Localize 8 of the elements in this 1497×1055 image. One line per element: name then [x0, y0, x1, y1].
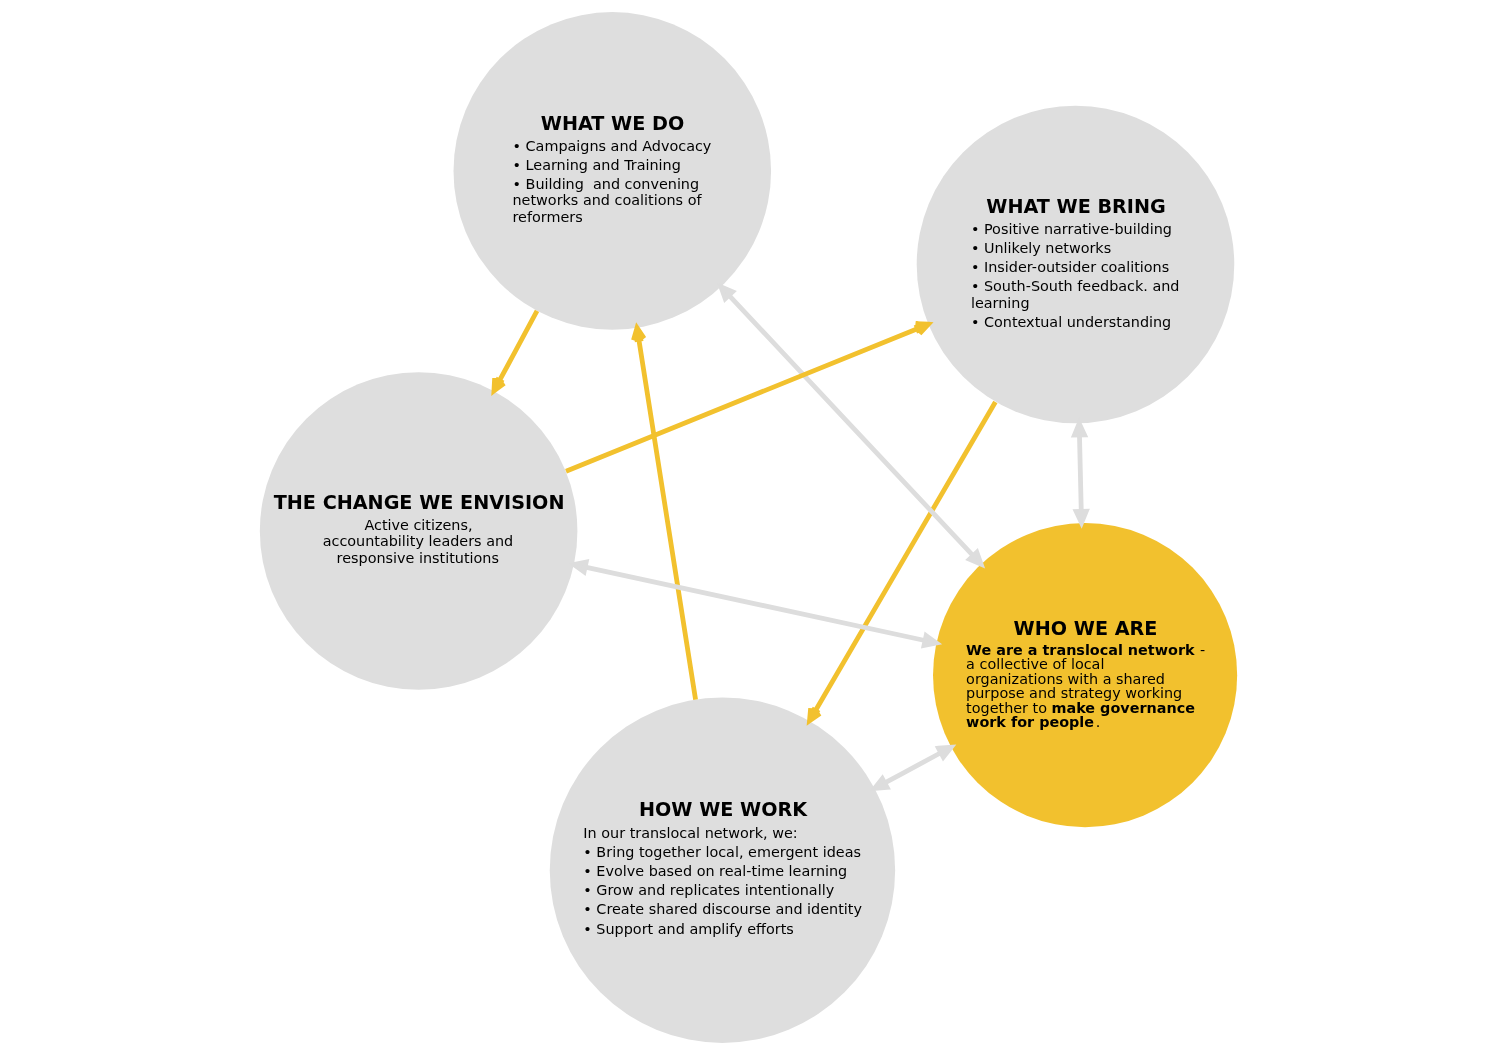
arrow [807, 400, 998, 724]
node-circle: WHAT WE DO • Campaigns and Advocacy • Learning and Training • Building and convening networks and coalitions of reformers [453, 12, 772, 330]
arrow [716, 282, 986, 569]
node-circle: WHAT WE BRING • Positive narrative-building • Unlikely networks • Insider-outsider coalitions • South-South feedback. and learning • Contextual understanding [916, 105, 1235, 424]
arrow [631, 324, 698, 700]
arrow [565, 321, 932, 474]
arrow [491, 309, 540, 394]
node-circle: HOW WE WORK In our translocal network, we: • Bring together local, emergent ideas • Evolve based on real-time learning • Grow and replicates intentionally • Create shared discourse and identity • Support and amplify efforts [549, 697, 896, 1043]
